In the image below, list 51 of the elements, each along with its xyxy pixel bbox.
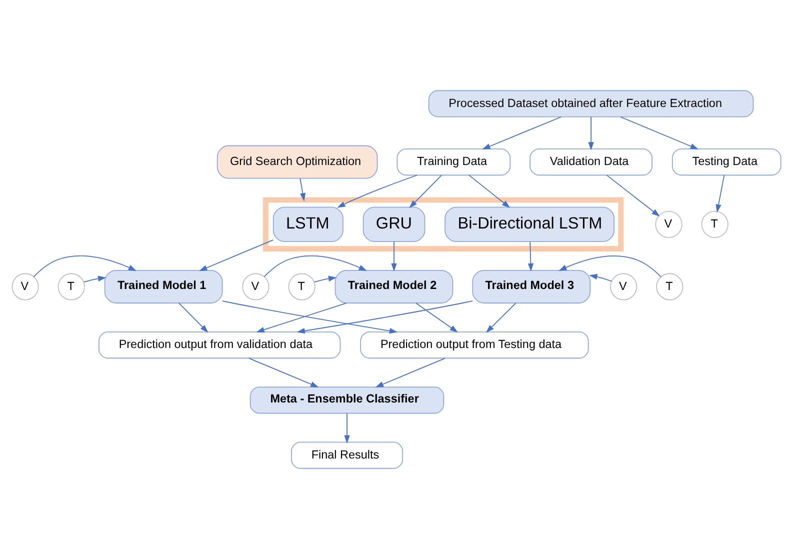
arrow <box>606 174 660 216</box>
arrow <box>296 300 474 334</box>
arrow <box>391 240 397 271</box>
node-box: Testing Data <box>672 148 782 176</box>
cluster <box>262 196 624 251</box>
node-box: Meta - Ensemble Classifier <box>250 386 444 414</box>
arrow <box>300 178 306 201</box>
arrow <box>482 116 562 149</box>
node-circle: V <box>12 272 39 300</box>
node-circle: T <box>656 272 684 300</box>
node-box: Grid Search Optimization <box>216 144 378 178</box>
arrow <box>468 174 510 208</box>
arrow <box>620 116 699 149</box>
node-box: Bi-Directional LSTM <box>444 206 615 242</box>
node-box: Prediction output from validation data <box>98 330 341 358</box>
arrow <box>314 275 337 282</box>
node-box: Processed Dataset obtained after Feature Extraction <box>428 90 754 117</box>
node-box: Prediction output from Testing data <box>360 330 589 358</box>
arrow <box>33 254 137 277</box>
arrow <box>486 302 516 332</box>
arrow <box>528 240 534 271</box>
arrow <box>589 273 612 282</box>
arrow <box>344 412 350 443</box>
node-circle: V <box>610 272 638 300</box>
node-box: LSTM <box>272 206 344 242</box>
node-box: Trained Model 1 <box>104 270 223 303</box>
node-box: Trained Model 3 <box>472 270 591 303</box>
node-circle: T <box>701 210 728 238</box>
arrow <box>256 302 347 332</box>
node-circle: V <box>242 272 270 300</box>
node-box: Trained Model 2 <box>334 270 454 303</box>
node-box: Validation Data <box>530 148 652 176</box>
arrow <box>716 174 725 212</box>
arrow <box>248 357 319 387</box>
arrow <box>416 302 458 332</box>
arrow <box>199 238 274 270</box>
node-circle: T <box>58 272 85 300</box>
arrow <box>588 116 594 150</box>
arrow <box>84 275 106 282</box>
node-circle: T <box>288 272 316 300</box>
arrow <box>222 300 398 334</box>
arrow <box>337 174 418 208</box>
arrow <box>178 302 208 332</box>
arrow <box>375 357 446 387</box>
node-box: Final Results <box>290 441 404 468</box>
node-box: GRU <box>362 206 426 242</box>
node-circle: V <box>655 210 682 238</box>
arrow <box>558 255 662 277</box>
arrow <box>409 174 442 208</box>
arrow <box>264 254 367 277</box>
node-box: Training Data <box>396 148 511 176</box>
